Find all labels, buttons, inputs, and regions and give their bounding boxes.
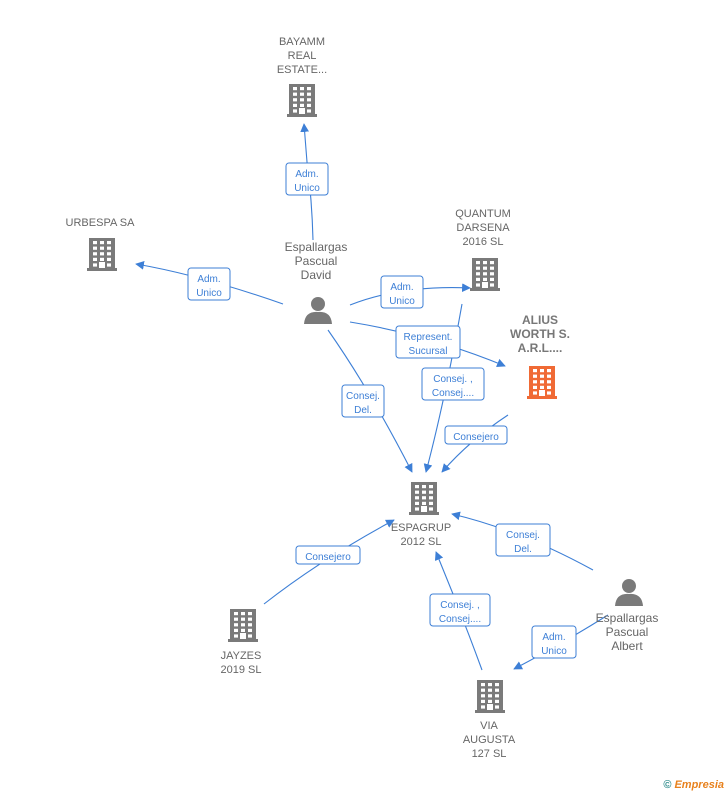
building-icon — [470, 258, 500, 291]
edge-label-e4[interactable]: Represent.Sucursal — [395, 325, 461, 359]
edge-label-text: Adm.Unico — [389, 282, 415, 307]
edge-label-e9[interactable]: Consej.Del. — [495, 523, 551, 557]
edge-label-text: Consej.Del. — [346, 391, 380, 416]
node-label: URBESPA SA — [66, 217, 136, 229]
building-icon — [87, 238, 117, 271]
edge-label-e2[interactable]: Adm.Unico — [187, 267, 231, 301]
building-icon — [409, 482, 439, 515]
edge-label-e10[interactable]: Consej. ,Consej.... — [429, 593, 491, 627]
building-icon — [527, 366, 557, 399]
building-icon — [228, 609, 258, 642]
edge-label-e6[interactable]: Consej. ,Consej.... — [421, 367, 485, 401]
edge-label-text: Consejero — [305, 552, 351, 563]
edge-label-text: Consejero — [453, 432, 499, 443]
edge-line — [300, 123, 314, 241]
building-icon — [475, 680, 505, 713]
building-icon — [287, 84, 317, 117]
empresia-credit[interactable]: ©Empresia — [663, 779, 724, 791]
edge-label-text: Adm.Unico — [294, 169, 320, 194]
node-urbespa[interactable]: URBESPA SA — [66, 217, 136, 271]
person-icon — [615, 579, 643, 606]
person-icon — [304, 297, 332, 324]
edge-label-e8[interactable]: Consejero — [295, 545, 361, 565]
edge-label-e5[interactable]: Consej.Del. — [341, 384, 385, 418]
edge-label-text: Consej. ,Consej.... — [439, 600, 481, 625]
edge-label-text: Adm.Unico — [541, 632, 567, 657]
edge-label-e11[interactable]: Adm.Unico — [531, 625, 577, 659]
edge-label-text: Consej. ,Consej.... — [432, 374, 474, 399]
copyright-icon: © — [663, 779, 672, 791]
edge-label-text: Adm.Unico — [196, 274, 222, 299]
edge-label-e7[interactable]: Consejero — [444, 425, 508, 445]
edge-label-e1[interactable]: Adm.Unico — [285, 162, 329, 196]
edge-label-e3[interactable]: Adm.Unico — [380, 275, 424, 309]
edge-label-text: Represent.Sucursal — [404, 332, 453, 357]
empresia-logo: Empresia — [674, 779, 724, 791]
edge-label-text: Consej.Del. — [506, 530, 540, 555]
